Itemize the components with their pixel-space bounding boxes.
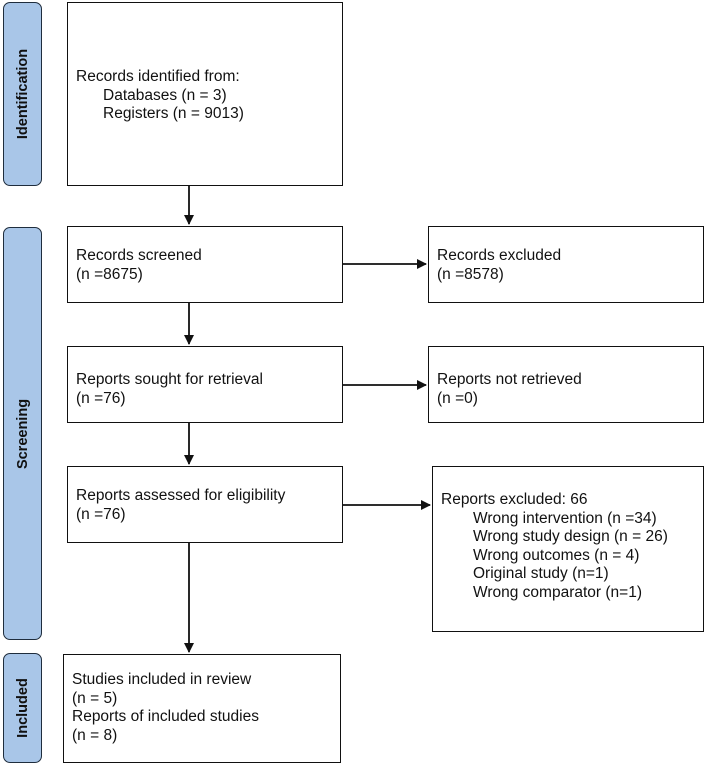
records-screened-title: Records screened: [76, 247, 202, 264]
reports-not-retrieved-title: Reports not retrieved: [437, 371, 582, 388]
reports-sought-title: Reports sought for retrieval: [76, 371, 263, 388]
reports-included-label: Reports of included studies: [72, 708, 259, 725]
reports-assessed-title: Reports assessed for eligibility: [76, 487, 286, 504]
databases-count: Databases (n = 3): [103, 86, 227, 104]
exclusion-reason: Wrong comparator (n=1): [473, 583, 642, 601]
reports-included-count: (n = 8): [72, 726, 118, 744]
studies-included-count: (n = 5): [72, 689, 118, 707]
exclusion-reason: Wrong intervention (n =34): [473, 509, 657, 527]
records-excluded-title: Records excluded: [437, 247, 562, 264]
reports-not-retrieved-box: Reports not retrieved (n =0): [428, 346, 704, 423]
reports-excluded-title: Reports excluded: 66: [441, 491, 588, 508]
identification-title: Records identified from:: [76, 68, 240, 85]
reports-assessed-count: (n =76): [76, 505, 126, 523]
registers-count: Registers (n = 9013): [103, 105, 244, 122]
exclusion-reason: Wrong study design (n = 26): [473, 528, 668, 545]
identification-box: Records identified from: Databases (n = …: [67, 2, 343, 186]
records-excluded-count: (n =8578): [437, 265, 504, 283]
reports-not-retrieved-count: (n =0): [437, 389, 478, 407]
stage-screening: Screening: [3, 227, 42, 640]
records-screened-count: (n =8675): [76, 265, 143, 283]
reports-excluded-box: Reports excluded: 66 Wrong intervention …: [432, 466, 704, 632]
records-screened-box: Records screened (n =8675): [67, 226, 343, 303]
studies-included-label: Studies included in review: [72, 671, 252, 688]
reports-sought-box: Reports sought for retrieval (n =76): [67, 346, 343, 423]
stage-identification: Identification: [3, 2, 42, 186]
reports-assessed-box: Reports assessed for eligibility (n =76): [67, 466, 343, 543]
exclusion-reason: Wrong outcomes (n = 4): [473, 546, 640, 564]
exclusion-reason: Original study (n=1): [473, 565, 609, 582]
studies-included-box: Studies included in review (n = 5) Repor…: [63, 654, 341, 763]
records-excluded-box: Records excluded (n =8578): [428, 226, 704, 303]
stage-included: Included: [3, 653, 42, 763]
reports-sought-count: (n =76): [76, 389, 126, 407]
